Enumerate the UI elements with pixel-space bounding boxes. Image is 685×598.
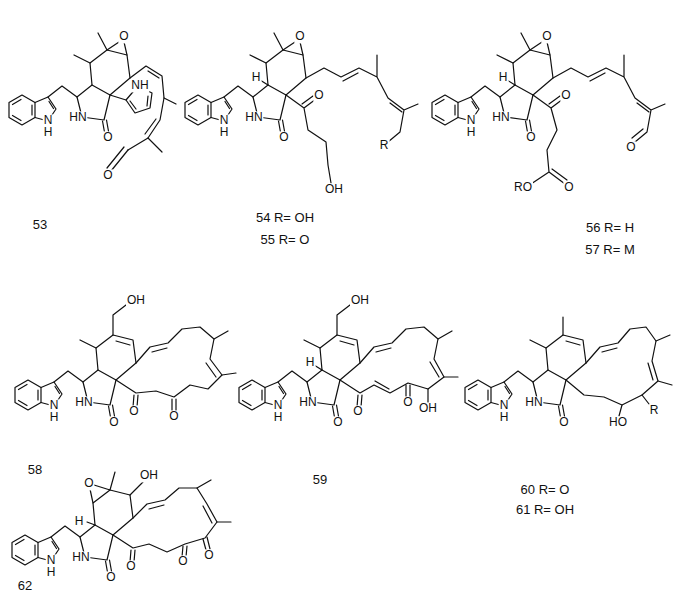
atom-label: O <box>625 141 636 154</box>
atom-label: O <box>83 477 94 490</box>
compound-62 <box>12 472 231 575</box>
atom-label: H <box>43 126 54 139</box>
compound-number: 59 <box>312 473 328 487</box>
atom-label: O <box>541 30 552 43</box>
atom-label: HN <box>74 396 93 409</box>
atom-label: NH <box>130 79 149 92</box>
atom-label: O <box>102 131 113 144</box>
atom-label: O <box>563 181 574 194</box>
atom-label: HN <box>71 551 90 564</box>
atom-label: O <box>560 89 571 102</box>
atom-label: O <box>177 555 188 568</box>
atom-label: H <box>49 411 60 424</box>
atom-label: O <box>525 131 536 144</box>
atom-label: OH <box>126 294 146 307</box>
atom-label: H <box>273 411 284 424</box>
atom-label: O <box>313 89 324 102</box>
atom-label: O <box>105 571 116 584</box>
atom-label: HN <box>68 111 87 124</box>
compound-number: 58 <box>27 463 43 477</box>
atom-label: H <box>305 356 316 369</box>
atom-label: OH <box>350 294 370 307</box>
compound-60 <box>465 317 672 420</box>
atom-label: OH <box>139 469 159 482</box>
atom-label: R <box>379 139 390 152</box>
atom-label: HO <box>608 416 628 429</box>
compound-number: 62 <box>17 579 33 593</box>
atom-label: HN <box>244 111 263 124</box>
compound-number: 54 R= OH <box>255 211 315 225</box>
atom-label: O <box>294 30 305 43</box>
atom-label: O <box>168 410 179 423</box>
atom-label: H <box>498 71 509 84</box>
atom-label: O <box>332 416 343 429</box>
atom-label: OH <box>418 402 438 415</box>
atom-label: O <box>102 169 113 182</box>
atom-label: O <box>558 416 569 429</box>
atom-label: R <box>649 404 660 417</box>
compound-59 <box>239 305 458 420</box>
atom-label: H <box>74 515 85 528</box>
compound-56 <box>432 33 665 184</box>
atom-label: HN <box>524 396 543 409</box>
atom-label: RO <box>513 181 533 194</box>
compound-54 <box>185 33 418 183</box>
atom-label: O <box>118 30 129 43</box>
atom-label: O <box>278 131 289 144</box>
atom-label: O <box>203 549 214 562</box>
atom-label: O <box>128 405 139 418</box>
compound-number: 60 R= O <box>520 483 571 497</box>
atom-label: H <box>251 71 262 84</box>
atom-label: O <box>402 396 413 409</box>
compound-number: 55 R= O <box>260 233 311 247</box>
atom-label: H <box>499 411 510 424</box>
atom-label: HN <box>491 111 510 124</box>
atom-label: H <box>466 126 477 139</box>
compound-number: 53 <box>32 218 48 232</box>
compound-58 <box>15 305 236 420</box>
atom-label: H <box>219 126 230 139</box>
compound-number: 57 R= M <box>584 243 636 257</box>
compound-number: 56 R= H <box>585 221 635 235</box>
atom-label: H <box>46 566 57 579</box>
atom-label: OH <box>324 183 344 196</box>
atom-label: HN <box>298 396 317 409</box>
compound-53 <box>9 33 176 171</box>
atom-label: O <box>108 416 119 429</box>
atom-label: O <box>352 405 363 418</box>
compound-number: 61 R= OH <box>515 503 575 517</box>
atom-label: O <box>125 560 136 573</box>
